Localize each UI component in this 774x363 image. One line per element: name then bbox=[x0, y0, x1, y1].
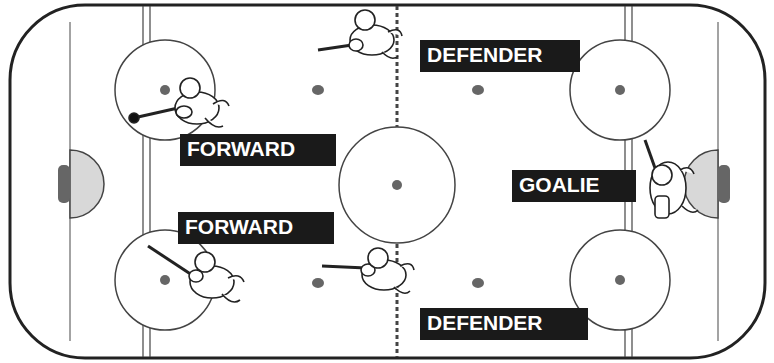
player-label: DEFENDER bbox=[420, 308, 588, 340]
label-text: GOALIE bbox=[519, 173, 629, 197]
goalie-player bbox=[645, 140, 698, 218]
defender-player bbox=[322, 248, 414, 293]
forward-player bbox=[129, 78, 229, 127]
player-label: FORWARD bbox=[178, 212, 334, 244]
player-label: FORWARD bbox=[180, 134, 336, 166]
label-text: FORWARD bbox=[187, 137, 329, 161]
label-text: DEFENDER bbox=[427, 311, 581, 335]
player-label: DEFENDER bbox=[420, 40, 580, 72]
forward-player bbox=[148, 246, 244, 302]
faceoff-circles bbox=[115, 40, 670, 330]
defender-player bbox=[318, 10, 402, 58]
goal-net bbox=[718, 165, 730, 203]
goal-crease bbox=[70, 150, 104, 218]
blue-lines bbox=[143, 6, 632, 357]
players bbox=[129, 10, 698, 302]
rink-boards bbox=[10, 5, 765, 358]
label-text: FORWARD bbox=[185, 215, 327, 239]
goal-net bbox=[58, 165, 70, 203]
player-label: GOALIE bbox=[512, 170, 636, 202]
label-text: DEFENDER bbox=[427, 43, 573, 67]
